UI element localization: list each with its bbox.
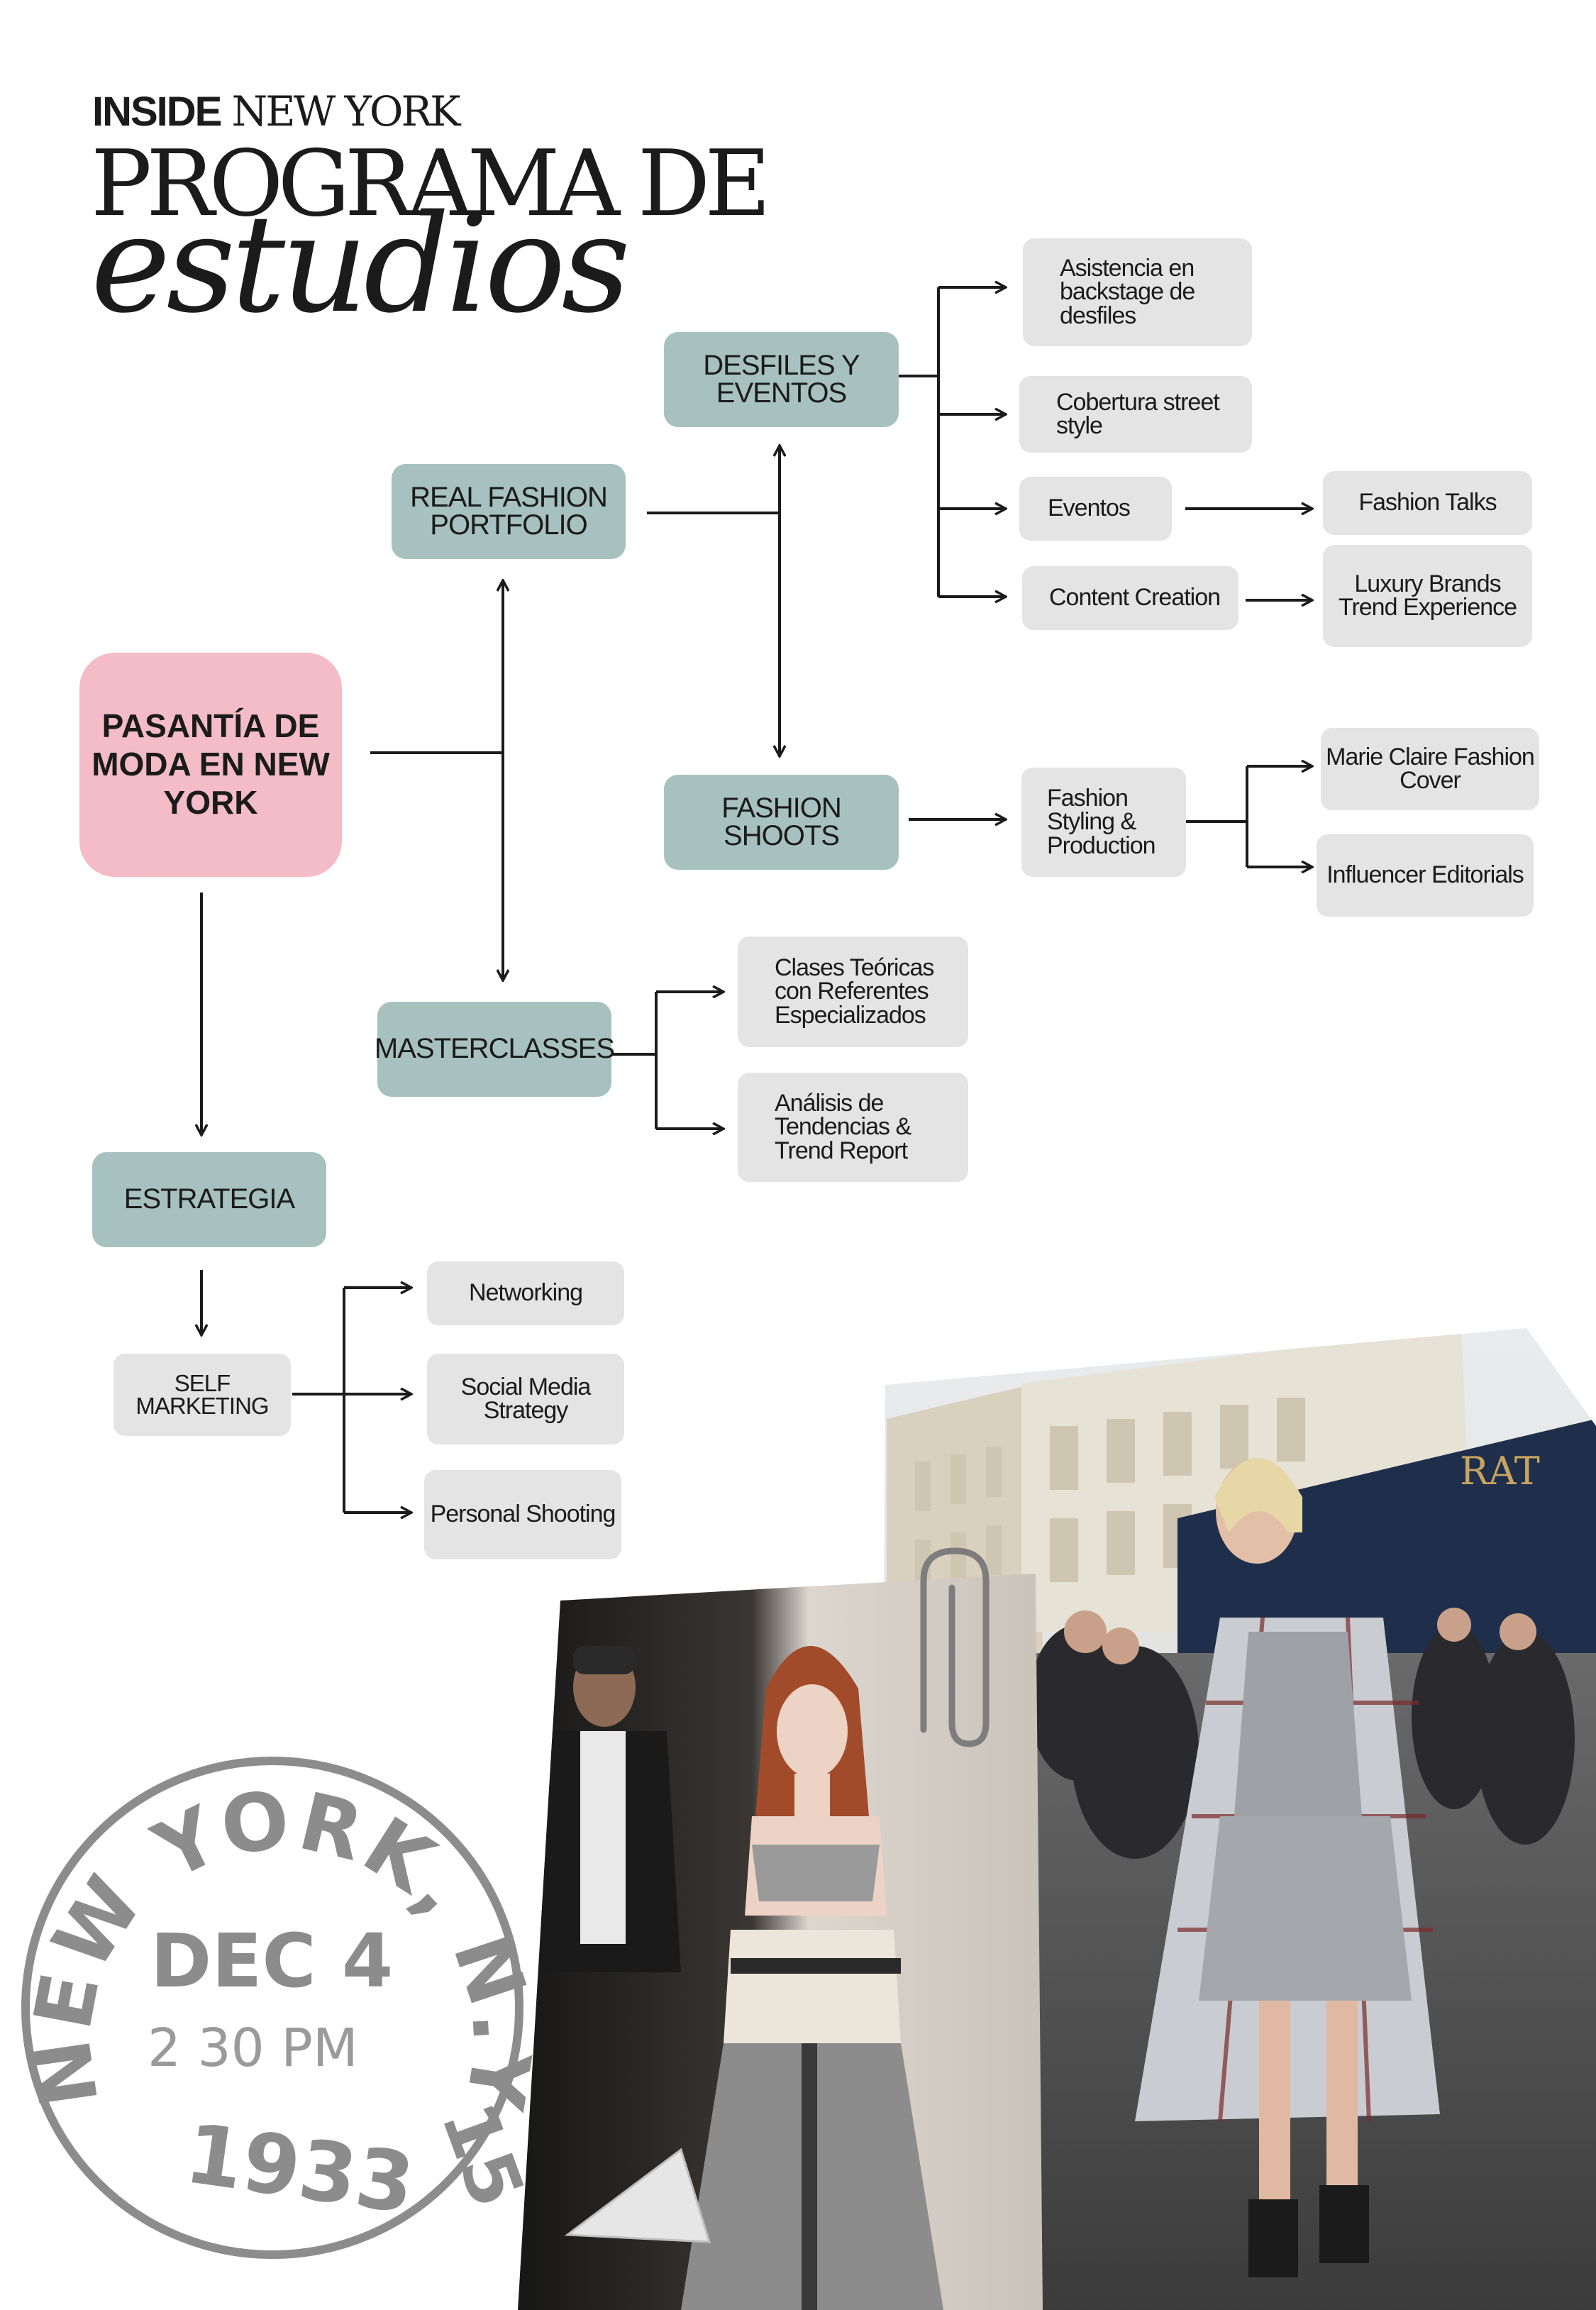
- stamp-date: DEC 4: [150, 1918, 393, 2004]
- node-personal-shooting: Personal Shooting: [424, 1470, 621, 1559]
- node-fashion-shoots: FASHION SHOOTS: [664, 775, 899, 870]
- node-masterclasses: MASTERCLASSES: [375, 1002, 615, 1097]
- node-clases-teoricas: Clases Teóricas con Referentes Especiali…: [738, 936, 968, 1047]
- header-kicker-bold: INSIDE: [92, 89, 222, 135]
- node-eventos: Eventos: [1019, 477, 1172, 541]
- node-cobertura-street-style: Cobertura street style: [1019, 376, 1252, 453]
- node-estrategia: ESTRATEGIA: [92, 1152, 326, 1247]
- node-asistencia-backstage: Asistencia en backstage de desfiles: [1023, 238, 1252, 346]
- stamp-time: 2 30 PM: [148, 2018, 358, 2079]
- node-social-media-strategy: Social Media Strategy: [427, 1354, 624, 1444]
- node-content-creation: Content Creation: [1022, 566, 1238, 630]
- node-fashion-styling-production: Fashion Styling & Production: [1021, 768, 1186, 877]
- stamp-zip: 15: [425, 2092, 541, 2218]
- node-self-marketing: SELF MARKETING: [113, 1354, 291, 1436]
- node-desfiles-y-eventos: DESFILES Y EVENTOS: [664, 332, 899, 427]
- node-real-fashion-portfolio: REAL FASHION PORTFOLIO: [392, 464, 626, 559]
- node-influencer-editorials: Influencer Editorials: [1317, 834, 1534, 917]
- node-pasantia-root: PASANTÍA DE MODA EN NEW YORK: [79, 653, 342, 877]
- header-kicker-regular: NEW YORK: [231, 87, 461, 136]
- node-marie-claire-cover: Marie Claire Fashion Cover: [1321, 728, 1539, 810]
- page-title: PROGRAMA DE: [91, 131, 771, 237]
- header-kicker: INSIDE NEW YORK: [92, 89, 460, 135]
- page-title-script: estudios: [91, 186, 631, 343]
- node-analisis-tendencias: Análisis de Tendencias & Trend Report: [738, 1073, 968, 1182]
- node-networking: Networking: [427, 1261, 624, 1325]
- node-luxury-brands-trend: Luxury Brands Trend Experience: [1323, 545, 1532, 647]
- stamp-year: 1933: [179, 2106, 420, 2233]
- postmark-stamp: NEW YORK, N.Y. 15 DEC 4 2 30 PM 1933: [16, 1747, 541, 2259]
- node-fashion-talks: Fashion Talks: [1323, 471, 1532, 535]
